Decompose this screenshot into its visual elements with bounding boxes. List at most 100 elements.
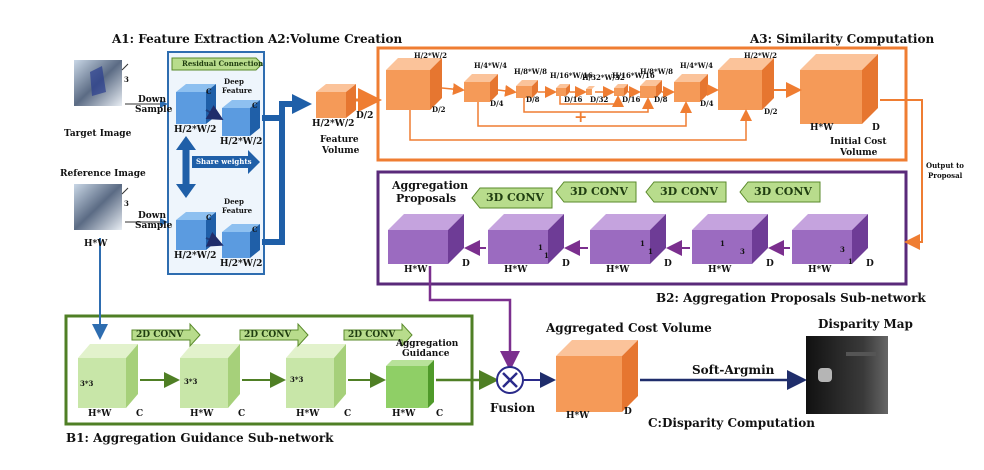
a3-cube6-dim: H/16*W/16 (612, 71, 655, 80)
b1-conv-arrow-3 (343, 322, 413, 348)
b2-cube4-dim-hw: H*W (504, 265, 528, 275)
initial-cost-label-1: Initial Cost (830, 137, 887, 147)
a3-cube-7 (640, 80, 662, 98)
a2-dim-d2: D/2 (356, 111, 374, 121)
a3-cube3-d: D/8 (526, 95, 540, 104)
aggregation-guidance-label-1: Aggregation (396, 339, 459, 349)
feature-volume-label-1: Feature (320, 135, 359, 145)
soft-argmin-label: Soft-Argmin (692, 363, 775, 377)
a3-cube5-d: D/32 (590, 95, 609, 104)
output-to-proposal-1: Output to (926, 161, 964, 170)
b1-cube1-kernel: 3*3 (80, 379, 94, 388)
a3-cube-1 (386, 58, 442, 110)
a3-cube6-d: D/16 (622, 95, 641, 104)
initial-cost-label-2: Volume (840, 148, 878, 158)
b2-cube4-kernel-2: 1 (544, 251, 549, 260)
b1-cube1-dim-c: C (136, 409, 144, 419)
a3-cube4-d: D/16 (564, 95, 583, 104)
b1-conv-label-1: 2D CONV (136, 330, 184, 340)
a3-cube-5 (586, 86, 595, 95)
section-c-title: C:Disparity Computation (648, 416, 815, 430)
b1-cube1-dim-hw: H*W (88, 409, 112, 419)
b1-cube3-dim-hw: H*W (296, 409, 320, 419)
target-dim-3: 3 (124, 75, 129, 84)
share-weights-label: Share weights (196, 157, 252, 166)
aggregation-guidance-label-2: Guidance (402, 349, 450, 359)
feature-volume-label-2: Volume (322, 146, 360, 156)
down-sample-bottom-1: Down (138, 211, 167, 221)
b1-cube4-dim-c: C (436, 409, 444, 419)
b2-cube2-dim-hw: H*W (708, 265, 732, 275)
section-b1-title: B1: Aggregation Guidance Sub-network (66, 431, 334, 445)
b1-cube-1 (78, 344, 138, 408)
aggregated-cost-volume-label: Aggregated Cost Volume (546, 321, 712, 335)
feature-box-top-2 (222, 100, 260, 136)
a3-cube9-d: D/2 (764, 107, 778, 116)
b1-conv-arrow-1 (131, 322, 201, 348)
b1-conv-arrow-2 (239, 322, 309, 348)
a3-cube1-dim: H/2*W/2 (414, 51, 447, 60)
a3-cube1-d: D/2 (432, 105, 446, 114)
aggregation-proposals-label-2: Proposals (396, 192, 457, 205)
initial-cost-dim-hw: H*W (810, 123, 834, 133)
a3-cube-6 (614, 84, 628, 96)
b2-cube3-dim-d: D (664, 259, 672, 269)
b1-cube3-kernel: 3*3 (290, 375, 304, 384)
b1-cube2-dim-hw: H*W (190, 409, 214, 419)
feature-volume-cube (316, 84, 356, 118)
b1-cube4-dim-hw: H*W (392, 409, 416, 419)
down-sample-bottom-2: Sample (135, 221, 173, 231)
b2-conv-arrow-4 (471, 187, 553, 209)
section-a2-title: A2:Volume Creation (268, 32, 403, 46)
b1-cube2-kernel: 3*3 (184, 377, 198, 386)
b2-cube2-kernel-3: 3 (740, 247, 745, 256)
b2-conv-label-3: 3D CONV (570, 185, 628, 198)
deep-feature-bottom-1: Deep (224, 197, 244, 206)
a3-cube5-dim: H/32*W/32 (582, 73, 625, 82)
b2-cube1-dim-d: D (866, 259, 874, 269)
share-weights-arrow (192, 150, 260, 174)
b2-conv-label-1: 3D CONV (754, 185, 812, 198)
a1-top2-dim-c: C (252, 101, 258, 110)
a3-cube-3 (516, 80, 538, 98)
reference-image-label: Reference Image (60, 169, 146, 179)
residual-connection-label: Residual Connection (182, 59, 264, 68)
deep-feature-bottom-2: Feature (222, 206, 253, 215)
b1-frame (64, 314, 474, 426)
aggregation-proposals-cube (388, 214, 464, 264)
a3-cube-2 (464, 74, 498, 102)
b1-cube3-dim-c: C (344, 409, 352, 419)
initial-cost-dim-d: D (872, 123, 880, 133)
reference-image (74, 184, 122, 230)
a3-cube7-d: D/8 (654, 95, 668, 104)
b1-cube-3 (286, 344, 346, 408)
b2-conv-arrow-1 (739, 181, 821, 203)
b2-cube-3 (590, 214, 666, 264)
target-image-label: Target Image (64, 129, 132, 139)
a3-cube-4 (556, 84, 570, 96)
reference-dim-3: 3 (124, 199, 129, 208)
b2-cube5-dim-d: D (462, 259, 470, 269)
b2-conv-arrow-3 (555, 181, 637, 203)
output-to-proposal-2: Proposal (928, 171, 963, 180)
b1-cube-2 (180, 344, 240, 408)
b2-cube3-dim-hw: H*W (606, 265, 630, 275)
b2-cube1-kernel-3: 3 (840, 245, 845, 254)
b2-conv-arrow-2 (645, 181, 727, 203)
a3-cube7-dim: H/8*W/8 (640, 67, 673, 76)
a1-top-dim-half: H/2*W/2 (174, 125, 217, 135)
a3-cube4-dim: H/16*W/16 (550, 71, 593, 80)
a3-cube9-dim: H/2*W/2 (744, 51, 777, 60)
a1-bottom-dim-c: C (206, 213, 212, 222)
a3-cube3-dim: H/8*W/8 (514, 67, 547, 76)
skip-sum-plus: + (574, 107, 588, 126)
b2-cube2-dim-d: D (766, 259, 774, 269)
b1-conv-label-3: 2D CONV (348, 330, 396, 340)
b2-cube2-kernel-1: 1 (720, 239, 725, 248)
a3-cube8-d: D/4 (700, 99, 714, 108)
fusion-label: Fusion (490, 401, 536, 415)
down-sample-top-2: Sample (135, 105, 173, 115)
a3-cube2-d: D/4 (490, 99, 504, 108)
b1-cube2-dim-c: C (238, 409, 246, 419)
a2-dim-half: H/2*W/2 (312, 119, 355, 129)
